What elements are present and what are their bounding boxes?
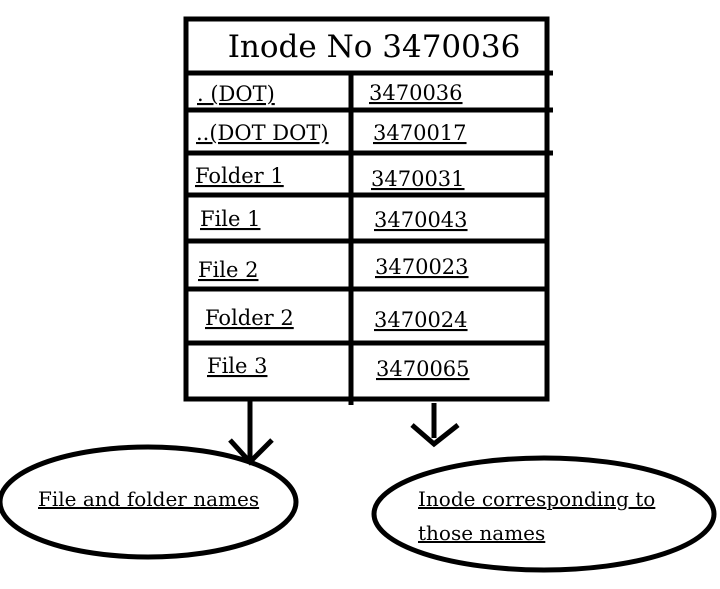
row-inode-dotdot: 3470017 xyxy=(373,121,467,145)
row-name-dot: . (DOT) xyxy=(197,82,275,106)
row-inode-file-2: 3470023 xyxy=(375,255,469,279)
row-inode-file-1: 3470043 xyxy=(374,208,468,232)
row-inode-file-3: 3470065 xyxy=(376,357,470,381)
row-name-file-1: File 1 xyxy=(200,207,260,231)
row-separators xyxy=(186,107,553,346)
row-name-dotdot: ..(DOT DOT) xyxy=(196,121,329,145)
table-frame xyxy=(183,16,550,402)
row-inode-dot: 3470036 xyxy=(369,81,463,105)
row-inode-folder-2: 3470024 xyxy=(374,308,468,332)
right-callout-ellipse xyxy=(371,455,717,573)
right-callout-label-line1: Inode corresponding to xyxy=(418,487,655,511)
row-name-folder-1: Folder 1 xyxy=(195,164,284,188)
left-arrow xyxy=(228,401,274,466)
table-title: Inode No 3470036 xyxy=(228,29,521,65)
left-callout-label: File and folder names xyxy=(38,487,259,511)
row-name-file-2: File 2 xyxy=(198,258,258,282)
row-inode-folder-1: 3470031 xyxy=(371,167,465,191)
row-name-folder-2: Folder 2 xyxy=(205,306,294,330)
left-callout-ellipse xyxy=(0,444,299,560)
right-arrow xyxy=(410,403,460,448)
inode-column: 3470036 3470017 3470031 3470043 3470023 … xyxy=(369,81,470,381)
name-column: . (DOT) ..(DOT DOT) Folder 1 File 1 File… xyxy=(195,82,329,378)
row-name-file-3: File 3 xyxy=(207,354,267,378)
right-callout-label-line2: those names xyxy=(418,521,545,545)
